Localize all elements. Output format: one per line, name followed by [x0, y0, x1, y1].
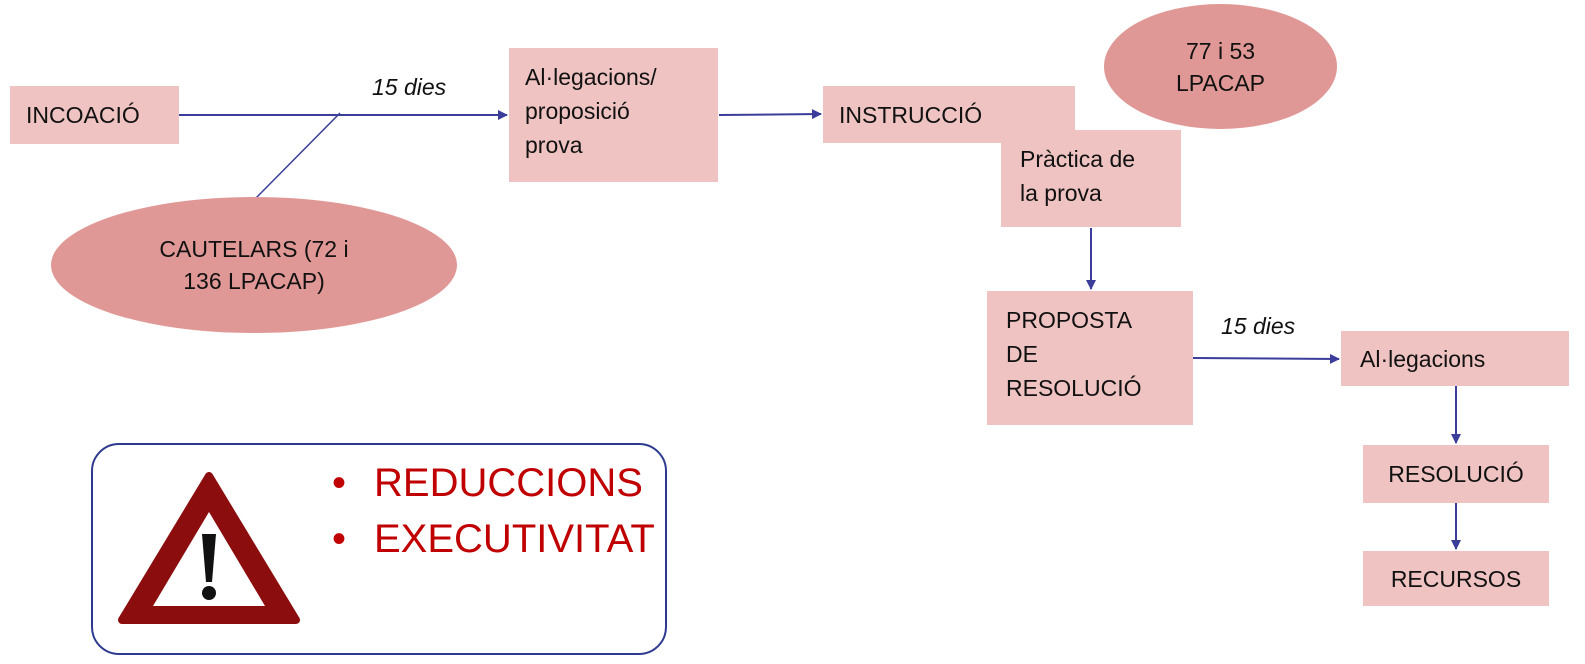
arrow-allegacions-to-instruccio: [718, 109, 822, 120]
arrow-proposta-to-allegacions: [1192, 353, 1340, 364]
node-proposta-resolucio: PROPOSTA DE RESOLUCIÓ: [987, 291, 1193, 425]
node-practica-prova: Pràctica de la prova: [1001, 130, 1181, 227]
node-allegacions: Al·legacions: [1341, 331, 1569, 386]
warning-item-reduccions: REDUCCIONS: [374, 461, 643, 505]
warning-item: • EXECUTIVITAT: [332, 511, 655, 567]
cautelars-connector-line: [254, 112, 341, 200]
node-allegacions-proposicio: Al·legacions/ proposició prova: [509, 48, 718, 182]
bullet: •: [332, 461, 347, 505]
edge-label-second-term: 15 dies: [1221, 313, 1296, 339]
warning-list: • REDUCCIONS • EXECUTIVITAT: [332, 455, 655, 567]
ellipse-cautelars: CAUTELARS (72 i 136 LPACAP): [51, 197, 457, 333]
bullet: •: [332, 517, 347, 561]
warning-item-executivitat: EXECUTIVITAT: [374, 517, 655, 561]
edge-label-first-term: 15 dies: [372, 74, 447, 100]
node-incoacio: INCOACIÓ: [10, 86, 179, 144]
node-recursos: RECURSOS: [1363, 551, 1549, 606]
ellipse-77-53-lpacap: 77 i 53 LPACAP: [1104, 4, 1337, 129]
warning-item: • REDUCCIONS: [332, 455, 655, 511]
warning-triangle-icon: [118, 472, 300, 624]
node-resolucio: RESOLUCIÓ: [1363, 445, 1549, 503]
